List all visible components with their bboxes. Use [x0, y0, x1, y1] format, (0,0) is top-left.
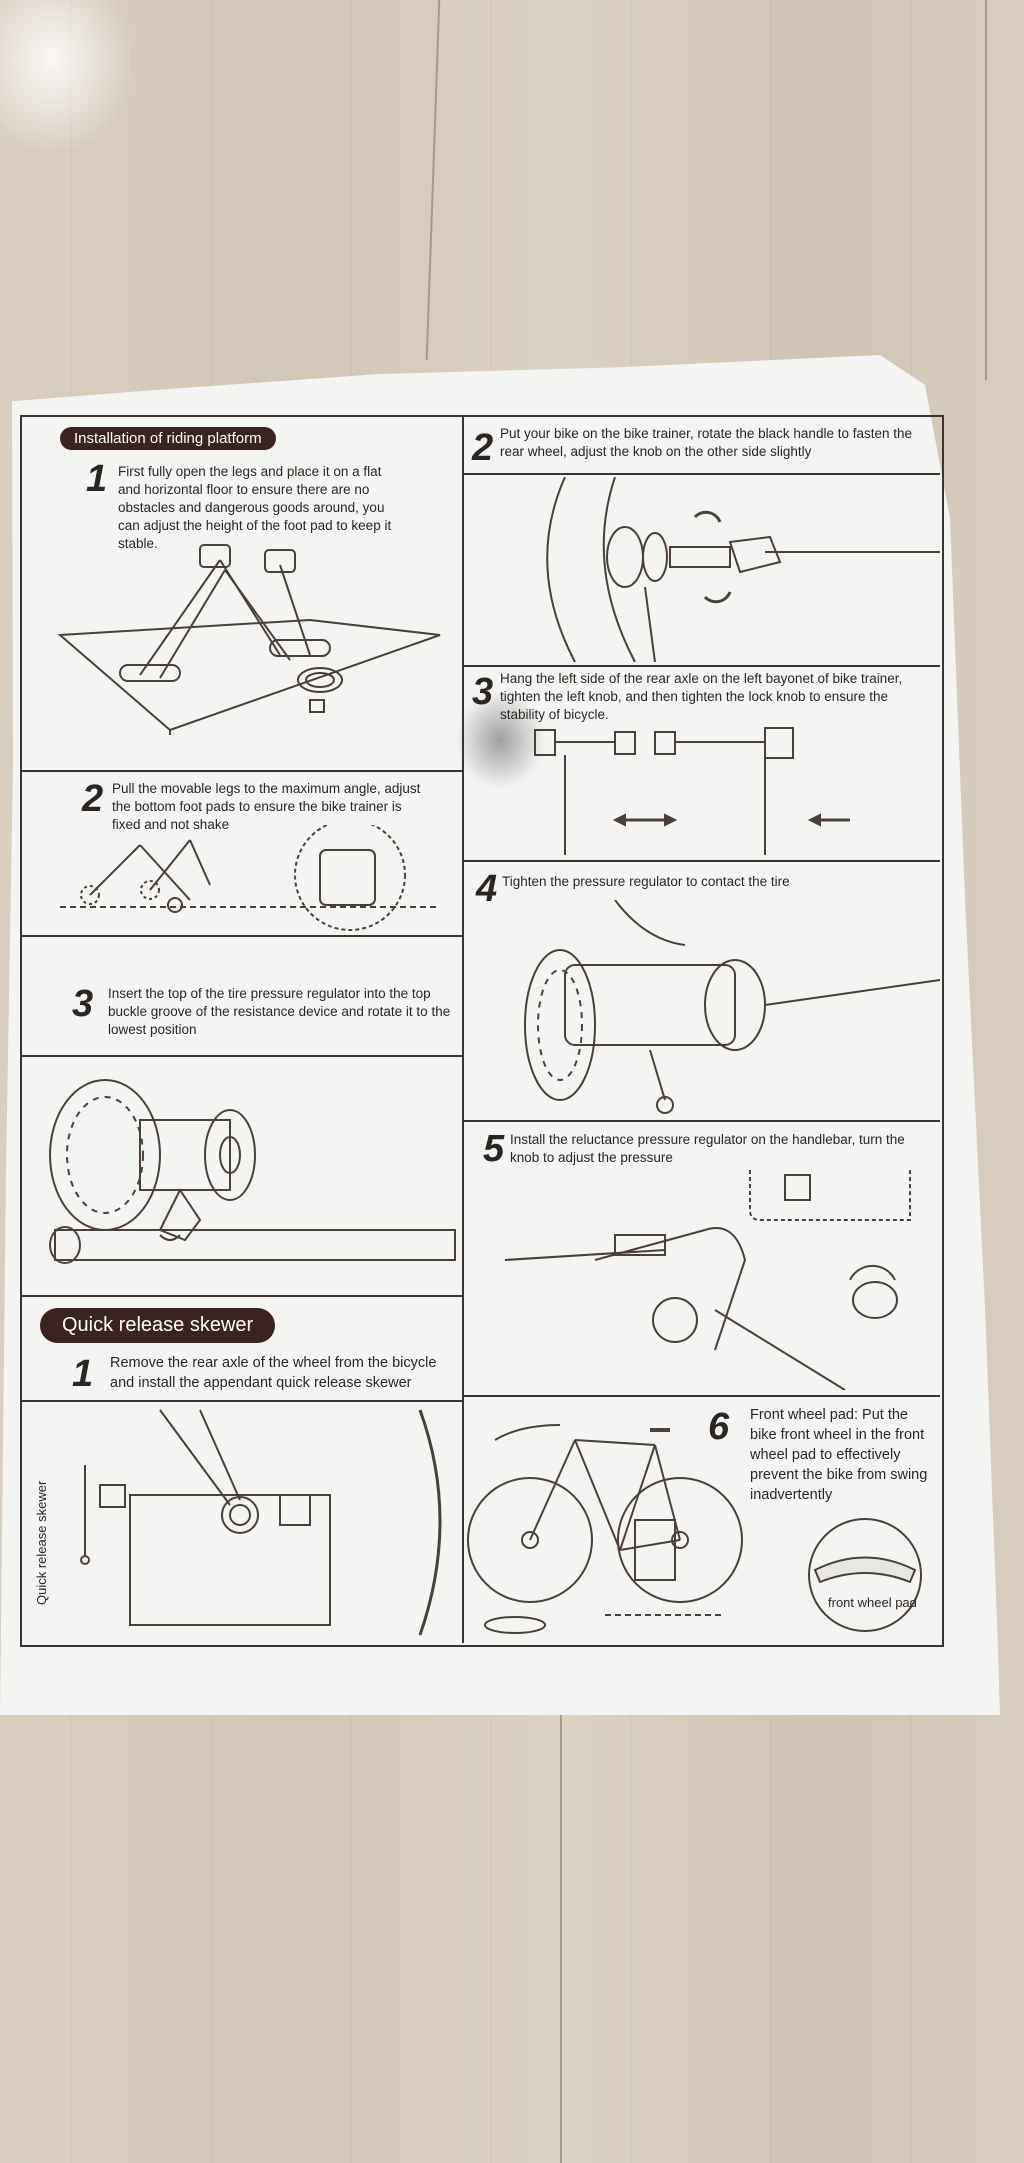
divider-right-1	[462, 473, 940, 475]
step-number: 6	[708, 1406, 730, 1448]
step-number: 5	[483, 1128, 505, 1170]
bike-on-trainer-illustration	[465, 1400, 745, 1640]
step-number: 3	[72, 983, 94, 1025]
step-number: 3	[472, 671, 494, 713]
trainer-stand-illustration	[50, 540, 450, 765]
rear-wheel-mount-illustration	[465, 477, 940, 662]
step-number: 4	[476, 868, 498, 910]
heading-quick-release: Quick release skewer	[40, 1308, 276, 1343]
instruction-sheet	[0, 355, 1000, 1715]
divider-right-2	[462, 665, 940, 667]
instruction-layout: Installation of riding platform 1 First …	[20, 415, 945, 1650]
floor-seam	[560, 1710, 562, 2163]
resistance-unit-illustration	[30, 1060, 460, 1290]
quick-release-label: Quick release skewer	[34, 1480, 49, 1605]
front-wheel-pad-label: front wheel pad	[828, 1595, 917, 1610]
step-number: 2	[472, 427, 494, 469]
divider-left-1	[20, 770, 462, 772]
front-wheel-pad-illustration	[795, 1515, 935, 1635]
column-divider	[462, 415, 464, 1643]
heading-riding-platform: Installation of riding platform	[60, 427, 276, 450]
step-text: Insert the top of the tire pressure regu…	[108, 986, 451, 1037]
handlebar-regulator-illustration	[465, 1170, 940, 1390]
divider-right-4	[462, 1120, 940, 1122]
step-text: Put your bike on the bike trainer, rotat…	[500, 426, 913, 459]
step-text: First fully open the legs and place it o…	[118, 464, 392, 551]
step-text: Pull the movable legs to the maximum ang…	[112, 781, 421, 832]
divider-left-4	[20, 1295, 462, 1297]
sheet-border	[20, 415, 944, 1647]
floor-seam	[985, 0, 987, 380]
divider-right-5	[462, 1395, 940, 1397]
step-text: Install the reluctance pressure regulato…	[510, 1132, 905, 1165]
plastic-wrap	[0, 0, 130, 150]
step-text: Remove the rear axle of the wheel from t…	[110, 1355, 437, 1391]
rear-wheel-illustration	[60, 1405, 460, 1637]
divider-right-3	[462, 860, 940, 862]
step-text: Hang the left side of the rear axle on t…	[500, 671, 903, 722]
step-number: 2	[82, 778, 104, 820]
step-text: Tighten the pressure regulator to contac…	[502, 874, 790, 889]
step-number: 1	[72, 1353, 94, 1395]
divider-left-2	[20, 935, 462, 937]
pressure-regulator-illustration	[465, 900, 940, 1115]
divider-left-5	[20, 1400, 462, 1402]
paper-crease-shadow	[455, 690, 545, 790]
legs-open-illustration	[60, 825, 440, 935]
step-text: Front wheel pad: Put the bike front whee…	[750, 1407, 928, 1503]
axle-bayonet-illustration	[465, 720, 940, 855]
step-number: 1	[86, 458, 108, 500]
divider-left-3	[20, 1055, 462, 1057]
